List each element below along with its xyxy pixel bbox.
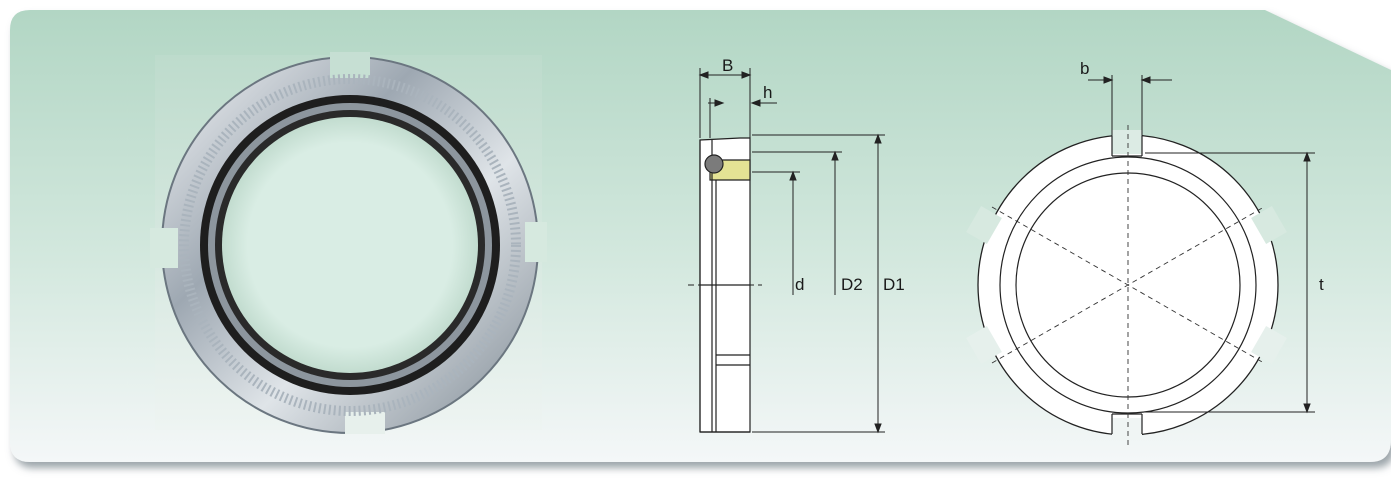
- dimension-h: [708, 98, 777, 138]
- label-D2: D2: [841, 275, 863, 294]
- nut-cross-section-drawing: [699, 137, 751, 433]
- label-d: d: [795, 275, 804, 294]
- nut-front-view-drawing: [966, 125, 1287, 445]
- dimension-B: [698, 68, 752, 138]
- label-D1: D1: [883, 275, 905, 294]
- label-t: t: [1319, 275, 1324, 294]
- lock-nut-photo: [150, 52, 547, 434]
- label-B: B: [722, 56, 733, 75]
- label-b: b: [1080, 59, 1089, 78]
- dimension-D1: [752, 133, 885, 434]
- dimension-t: [1145, 151, 1315, 414]
- label-h: h: [763, 83, 772, 102]
- dimension-d: [752, 170, 800, 295]
- dimension-b: [1088, 75, 1172, 136]
- dimension-D2: [752, 150, 842, 295]
